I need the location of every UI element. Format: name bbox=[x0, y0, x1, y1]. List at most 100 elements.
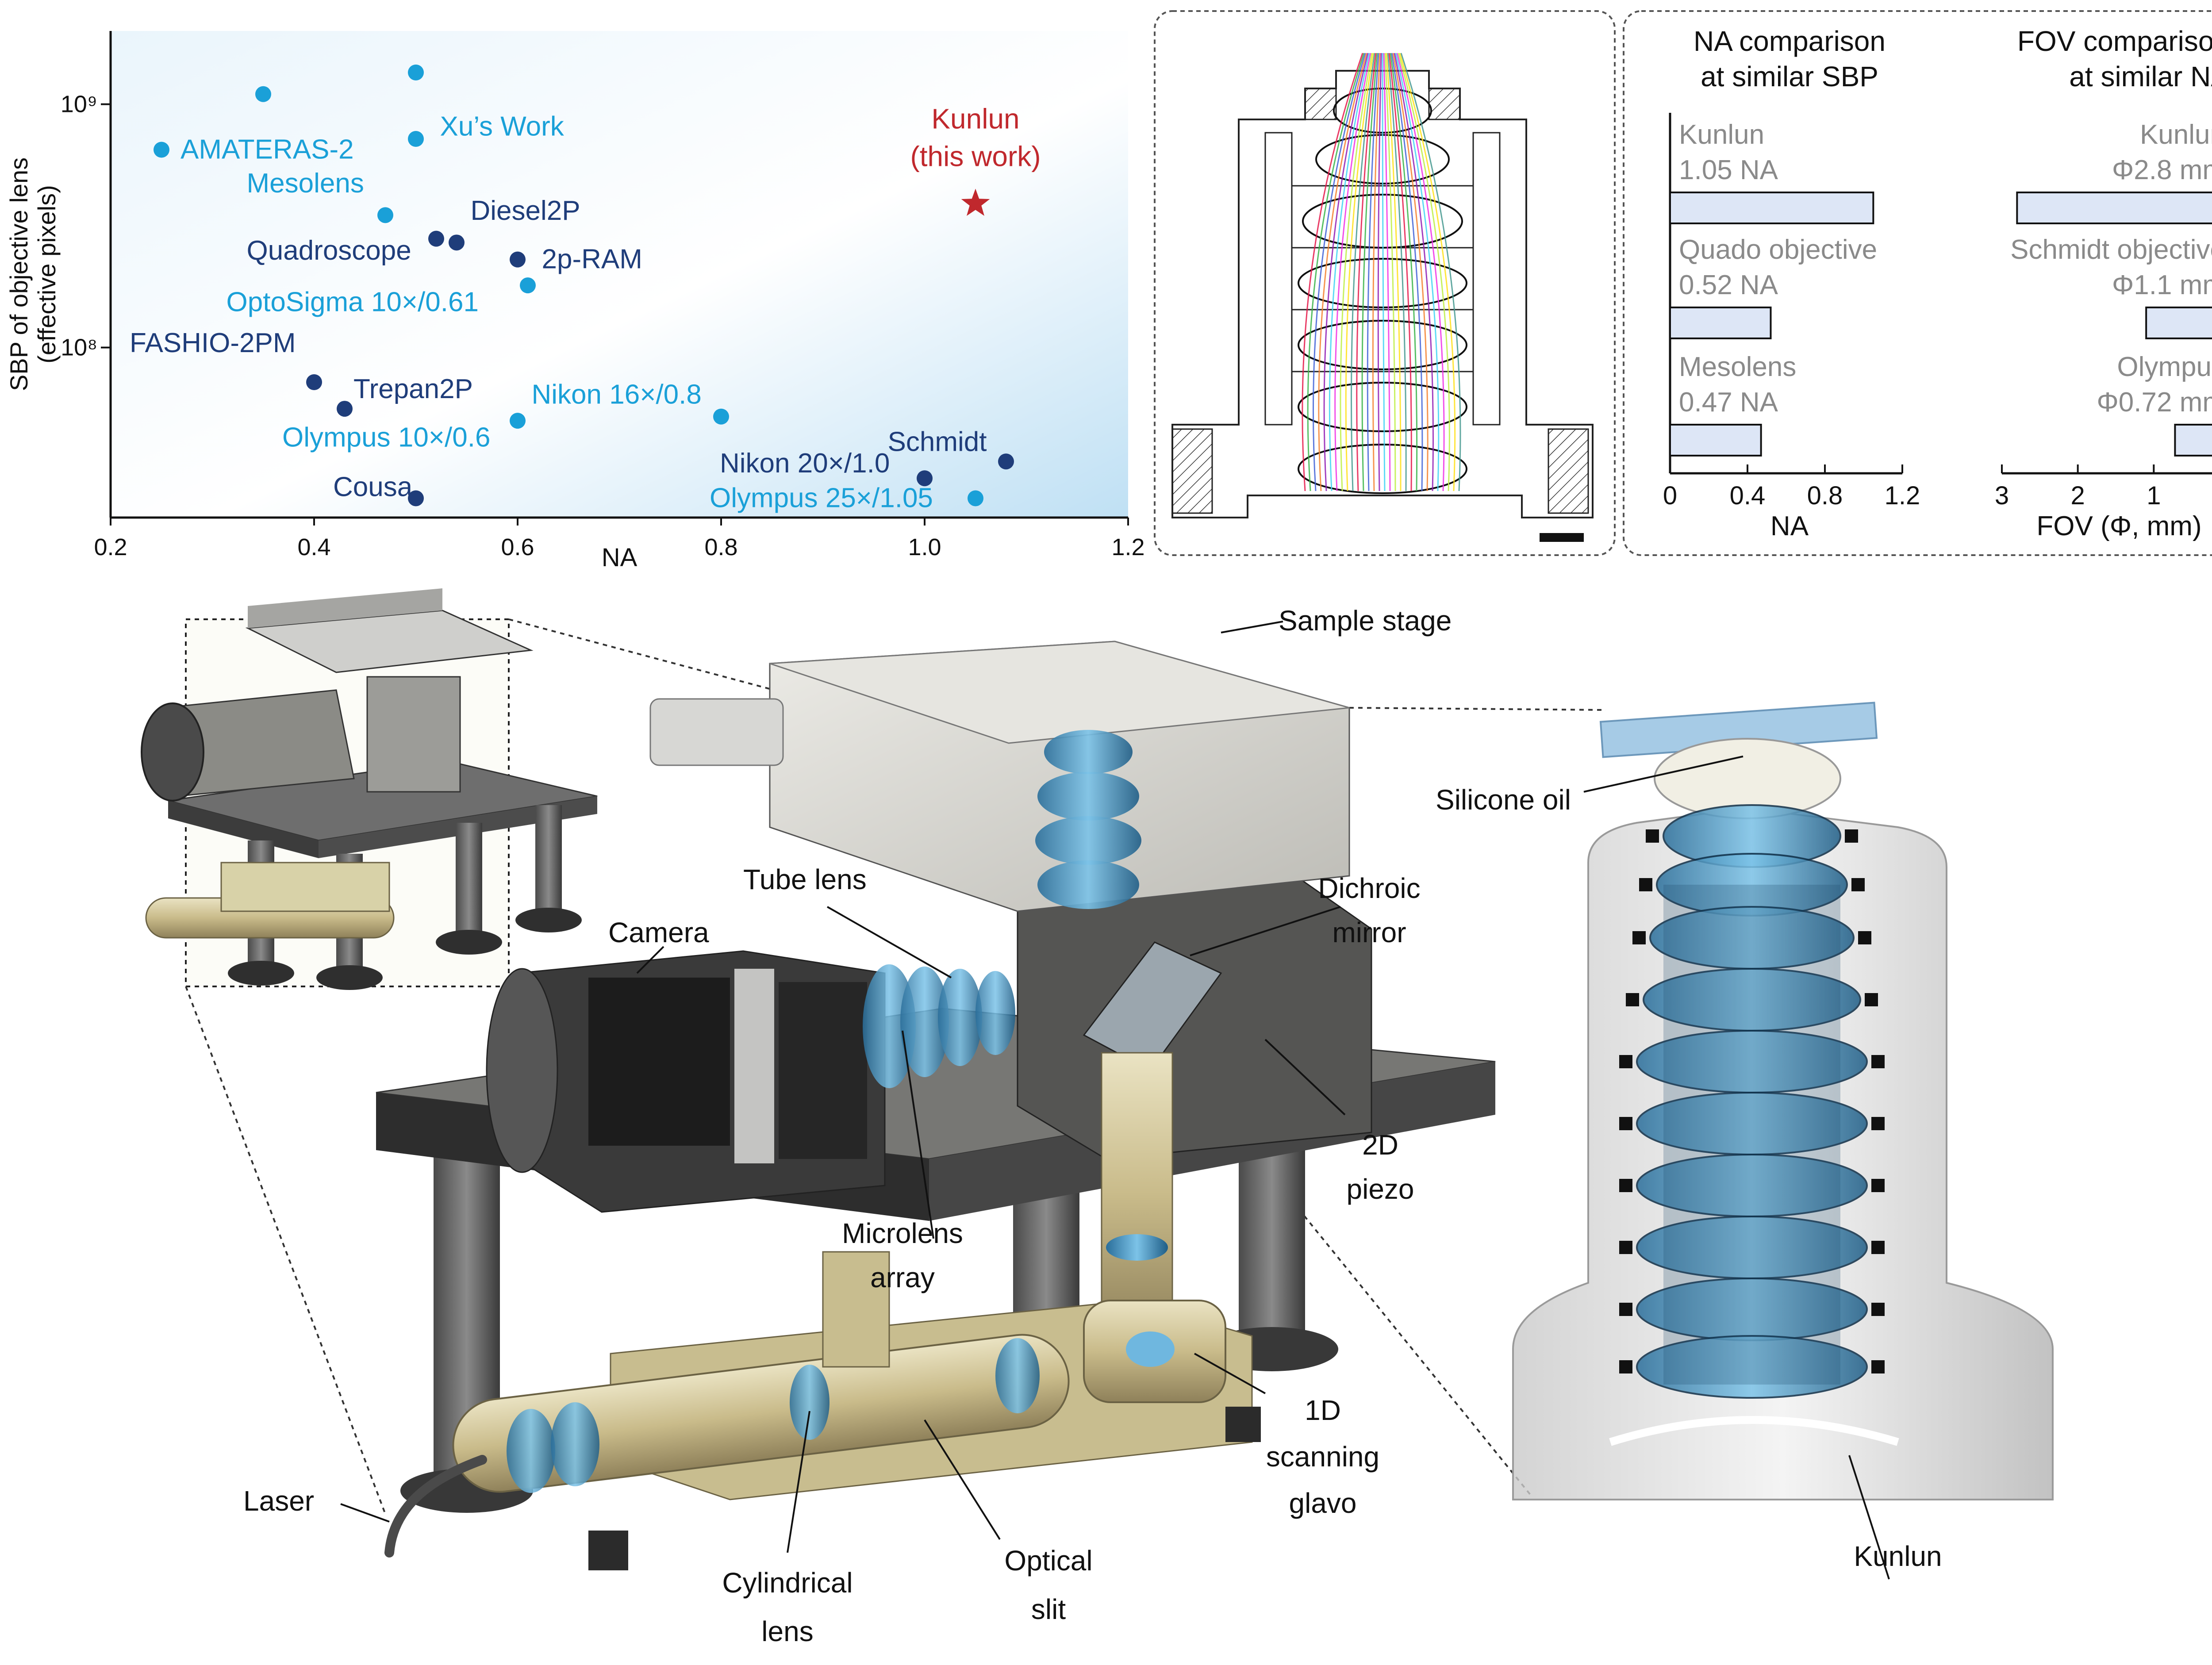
ray-path bbox=[1384, 53, 1396, 491]
ray-path bbox=[1394, 53, 1434, 491]
scatter-point-label: Nikon 16×/0.8 bbox=[532, 379, 702, 410]
laser-tube bbox=[452, 1334, 1070, 1493]
stage-motor bbox=[649, 698, 784, 766]
scatter-point-label: AMATERAS-2 bbox=[180, 134, 354, 165]
overview-stage-top bbox=[248, 588, 442, 628]
ray-path bbox=[1345, 53, 1374, 491]
scatter-x-axis-label: NA bbox=[602, 543, 637, 572]
ray-path bbox=[1387, 53, 1407, 491]
lens-spacer bbox=[1845, 829, 1858, 843]
overview-tube-box bbox=[220, 862, 390, 912]
fov-title-line1: FOV comparison bbox=[2017, 25, 2212, 57]
bar-value-label: Φ1.1 mm bbox=[2112, 270, 2212, 300]
main-system-render bbox=[376, 641, 1496, 1570]
scatter-y-axis-label-sub: (effective pixels) bbox=[33, 185, 61, 364]
ray-path bbox=[1372, 53, 1381, 491]
scatter-point bbox=[154, 142, 169, 158]
scatter-x-tick-label: 1.0 bbox=[908, 534, 941, 560]
label-camera: Camera bbox=[608, 917, 709, 948]
ray-path bbox=[1386, 53, 1402, 491]
vertical-relay-lens bbox=[1106, 1234, 1168, 1261]
bars-panel-frame bbox=[1623, 10, 2212, 556]
scatter-point bbox=[306, 374, 322, 391]
label-microlens-1: Microlens bbox=[842, 1217, 963, 1249]
kunlun-star-marker bbox=[961, 188, 990, 216]
label-cylindrical-1: Cylindrical bbox=[722, 1567, 853, 1599]
scatter-point bbox=[917, 470, 933, 487]
scatter-point bbox=[510, 413, 526, 429]
light-rays bbox=[1302, 53, 1461, 491]
scatter-point-label: FASHIO-2PM bbox=[130, 328, 296, 358]
lens-spacer bbox=[1619, 1117, 1632, 1130]
scatter-x-tick-label: 0.4 bbox=[297, 534, 330, 560]
lens-spacer bbox=[1865, 993, 1878, 1006]
overview-stage bbox=[245, 610, 534, 673]
ray-path bbox=[1356, 53, 1377, 491]
lens-spacer bbox=[1626, 993, 1639, 1006]
na-title-line1: NA comparison bbox=[1694, 25, 1886, 57]
ray-path bbox=[1318, 53, 1367, 491]
vertical-relay-tube bbox=[1101, 1052, 1173, 1337]
overview-base-edge bbox=[168, 801, 319, 858]
bar-category-label: Kunlun bbox=[1679, 119, 1764, 150]
ray-path bbox=[1361, 53, 1378, 491]
kunlun-objective-render bbox=[1512, 702, 2054, 1500]
label-optical-slit-1: Optical bbox=[1004, 1545, 1092, 1577]
comparison-bar bbox=[2174, 424, 2212, 457]
callout-lines bbox=[340, 621, 1890, 1580]
scatter-x-tick-label: 0.8 bbox=[704, 534, 737, 560]
bar-value-label: Φ2.8 mm bbox=[2112, 155, 2212, 185]
bar-x-tick-label: 1 bbox=[2147, 481, 2161, 510]
scatter-point-label: Xu’s Work bbox=[440, 111, 565, 142]
laser-fiber bbox=[384, 1455, 487, 1558]
scatter-point bbox=[408, 131, 424, 147]
lens-spacer bbox=[1871, 1179, 1885, 1192]
label-tube-lens: Tube lens bbox=[743, 863, 867, 895]
label-scanning-3: glavo bbox=[1289, 1487, 1357, 1519]
label-laser: Laser bbox=[243, 1485, 314, 1517]
overview-feet bbox=[228, 908, 582, 990]
ray-path bbox=[1390, 53, 1418, 491]
fov-x-axis-label: FOV (Φ, mm) bbox=[2036, 511, 2201, 541]
lens-spacer bbox=[1871, 1303, 1885, 1316]
ray-path bbox=[1302, 53, 1363, 491]
scatter-point-label: Olympus 10×/0.6 bbox=[282, 422, 490, 453]
system-overview-render bbox=[141, 588, 598, 990]
lens-spacer bbox=[1871, 1241, 1885, 1254]
label-cylindrical-2: lens bbox=[761, 1615, 813, 1647]
bar-x-tick-label: 1.2 bbox=[1885, 481, 1920, 510]
scatter-point-label: 2p-RAM bbox=[542, 244, 642, 275]
bar-value-label: 0.52 NA bbox=[1679, 270, 1778, 300]
scatter-point bbox=[510, 251, 526, 268]
small-block bbox=[588, 1531, 628, 1570]
ray-path bbox=[1399, 53, 1456, 491]
scatter-point-label: Mesolens bbox=[247, 168, 364, 199]
lens-spacer bbox=[1646, 829, 1659, 843]
scatter-point bbox=[408, 490, 424, 506]
label-kunlun: Kunlun bbox=[1854, 1540, 1942, 1572]
na-title-line2: at similar SBP bbox=[1701, 61, 1878, 92]
ray-path bbox=[1340, 53, 1373, 491]
scatter-point-label: Nikon 20×/1.0 bbox=[720, 448, 890, 479]
lens-spacer bbox=[1871, 1055, 1885, 1068]
comparison-bar bbox=[1669, 307, 1772, 339]
scatter-point-label: Olympus 25×/1.05 bbox=[710, 483, 933, 513]
scatter-point bbox=[968, 490, 983, 506]
ray-path bbox=[1367, 53, 1379, 491]
bar-value-label: 0.47 NA bbox=[1679, 387, 1778, 418]
lens-spacer bbox=[1871, 1117, 1885, 1130]
ray-path bbox=[1307, 53, 1365, 491]
fov-title-line2: at similar NA bbox=[2069, 61, 2212, 92]
kunlun-point-label: Kunlun bbox=[931, 103, 1019, 134]
lens-spacer bbox=[1619, 1360, 1632, 1373]
comparison-bar bbox=[1669, 424, 1762, 457]
scatter-point bbox=[255, 86, 271, 102]
lens-spacer bbox=[1851, 878, 1865, 891]
scatter-x-tick-label: 0.6 bbox=[501, 534, 534, 560]
scatter-y-tick-label: 10⁹ bbox=[61, 91, 97, 118]
scatter-point bbox=[449, 234, 465, 251]
comparison-bars-panel: NA comparison at similar SBP Kunlun1.05 … bbox=[1623, 10, 2212, 556]
housing-hatch-top-right bbox=[1428, 88, 1461, 120]
component-labels: Sample stage Silicone oil Tube lens Dich… bbox=[243, 605, 1942, 1647]
